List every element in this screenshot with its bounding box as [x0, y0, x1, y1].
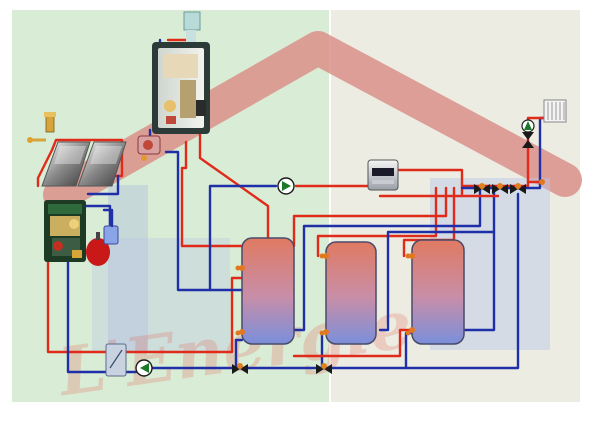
solar-collectors[interactable] [41, 141, 127, 187]
tank-header-hot-2 [316, 186, 438, 258]
radiator[interactable] [543, 99, 567, 123]
vessel-body [86, 238, 110, 266]
tank-header-hot-1 [292, 186, 448, 248]
exchanger-to-tank-hot [124, 276, 244, 354]
air-vent [27, 112, 56, 143]
boiler-flow-2 [180, 140, 244, 248]
mixing-valve-4[interactable] [232, 363, 248, 374]
pump-main-loop[interactable] [277, 177, 295, 195]
mixing-valve-radiator[interactable] [522, 132, 534, 148]
storage-tank-3[interactable] [409, 239, 465, 345]
bottom-return-right [404, 192, 520, 370]
mixing-valve-3[interactable] [510, 183, 526, 194]
tank-cross-hot [292, 328, 414, 358]
mixing-valve-5[interactable] [316, 363, 332, 374]
controller-display [372, 168, 394, 176]
house-body-left [92, 238, 230, 352]
storage-tank-1[interactable] [239, 237, 295, 345]
plate-heat-exchanger[interactable] [105, 343, 127, 377]
collector-return [86, 174, 120, 196]
radiator-body [543, 99, 567, 123]
mixing-valve-2[interactable] [492, 183, 508, 194]
flue [183, 11, 201, 42]
solar-to-exchanger-hot [46, 230, 108, 354]
boiler-flow [198, 132, 270, 248]
solar-panel-shine [54, 146, 86, 164]
solar-flow-pipe [36, 138, 124, 188]
temperature-sensors [235, 179, 545, 336]
solar-panel-left [41, 141, 91, 187]
controller[interactable] [367, 159, 399, 191]
solar-pump-station[interactable] [44, 200, 86, 262]
tank-header-cold-1 [292, 188, 482, 332]
mixing-valve-1[interactable] [474, 183, 490, 194]
storage-tank-2[interactable] [323, 241, 377, 345]
pump-radiator[interactable] [521, 119, 535, 133]
pipework [36, 28, 550, 374]
solar-station-link [80, 204, 112, 230]
boiler-valve-group[interactable] [137, 135, 161, 161]
glycol-container [103, 225, 119, 245]
tank-header-cold-2 [378, 188, 496, 332]
expansion-vessel[interactable] [86, 208, 119, 266]
pump-loop-cold [208, 184, 278, 292]
solar-panel-right [77, 141, 127, 187]
boiler[interactable] [152, 42, 210, 134]
solar-return-pipe [66, 248, 108, 374]
pump-solar-return[interactable] [135, 359, 153, 377]
bottom-cold-main [150, 338, 244, 370]
solar-panel-shine-2 [90, 146, 122, 164]
tank-header-cold-3 [460, 230, 496, 332]
